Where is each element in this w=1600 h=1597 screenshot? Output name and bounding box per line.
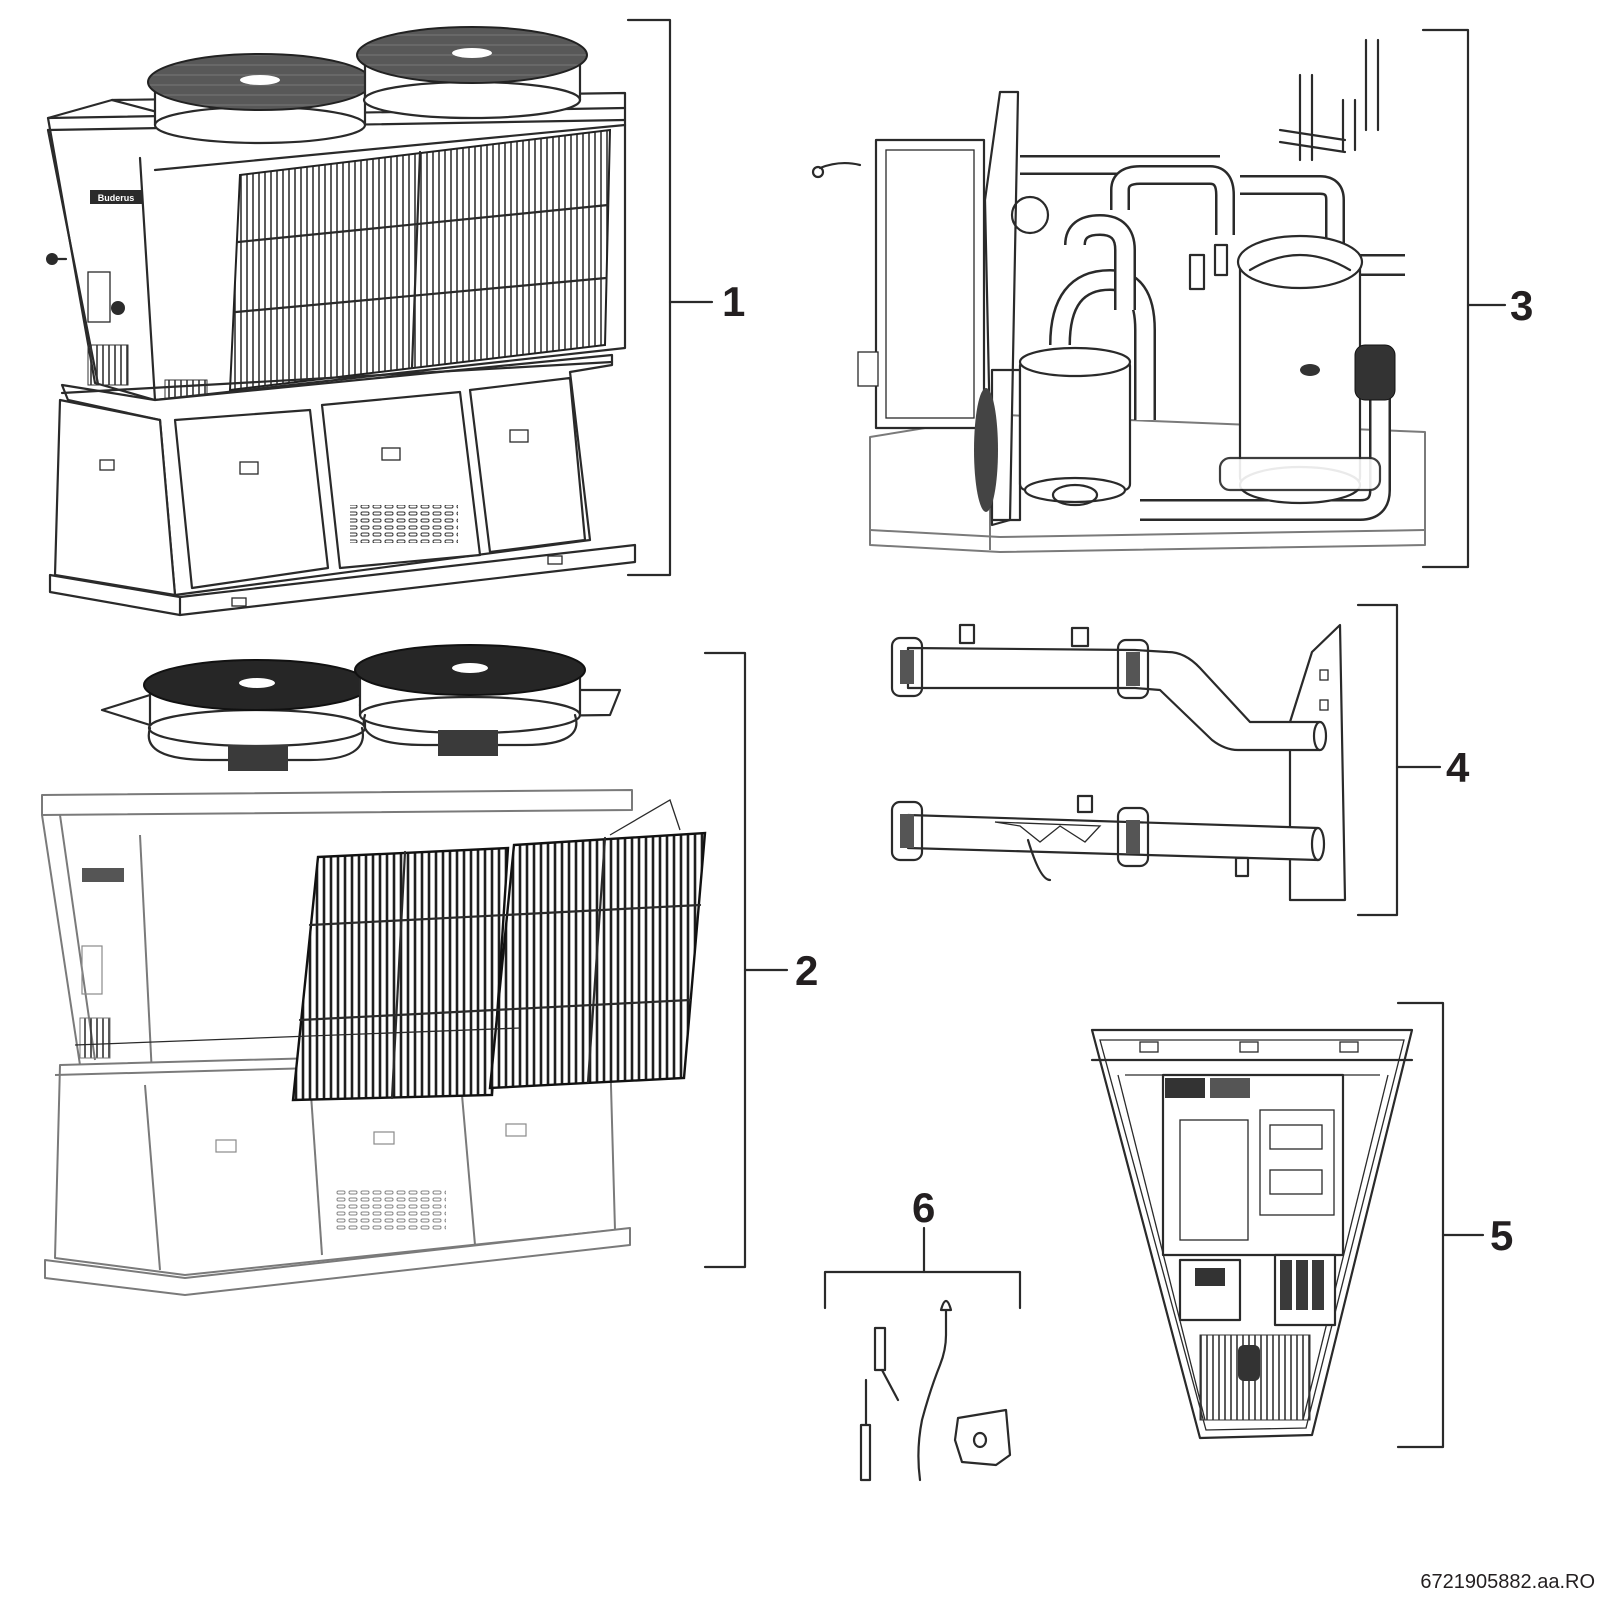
callout-bracket-3 xyxy=(1421,28,1507,569)
callout-bracket-4 xyxy=(1356,603,1442,917)
water-pipe-assembly xyxy=(890,623,1347,902)
callout-label-6: 6 xyxy=(912,1184,935,1231)
coil-guard-grille-left xyxy=(291,846,510,1102)
fan-assembly-left xyxy=(100,659,402,771)
control-box-assembly xyxy=(1090,1028,1414,1440)
brand-plate-text: Buderus xyxy=(98,193,135,203)
fan-assembly-right xyxy=(354,644,622,756)
callout-bracket-2 xyxy=(703,651,789,1269)
scroll-compressor xyxy=(1218,234,1382,505)
callout-label-3: 3 xyxy=(1510,282,1533,329)
plate-heat-exchanger xyxy=(874,138,986,430)
callout-label-2: 2 xyxy=(795,947,818,994)
sensor-cable xyxy=(917,1299,953,1482)
drawing-code: 6721905882.aa.RO xyxy=(1420,1571,1595,1593)
fans-and-grille-assembly xyxy=(41,644,707,1296)
callout-bracket-1 xyxy=(626,18,714,577)
callout-bracket-5 xyxy=(1396,1001,1485,1449)
callout-bracket-6 xyxy=(823,1226,1022,1310)
sensor-kit xyxy=(859,1299,1012,1482)
brand-plate xyxy=(90,190,142,204)
callout-label-5: 5 xyxy=(1490,1212,1513,1259)
top-fan-left xyxy=(147,53,373,145)
liquid-receiver xyxy=(1018,346,1132,507)
callout-label-1: 1 xyxy=(722,278,745,325)
sensor-clip-block xyxy=(953,1408,1012,1467)
top-fan-right xyxy=(356,26,588,120)
temperature-sensor-probe-short xyxy=(873,1326,900,1402)
temperature-sensor-probe-long xyxy=(859,1378,872,1482)
refrigerant-circuit-assembly xyxy=(811,38,1426,553)
callout-label-4: 4 xyxy=(1446,744,1470,791)
controller-board xyxy=(1161,1073,1345,1257)
outdoor-unit-assembly: Buderus xyxy=(46,26,637,617)
